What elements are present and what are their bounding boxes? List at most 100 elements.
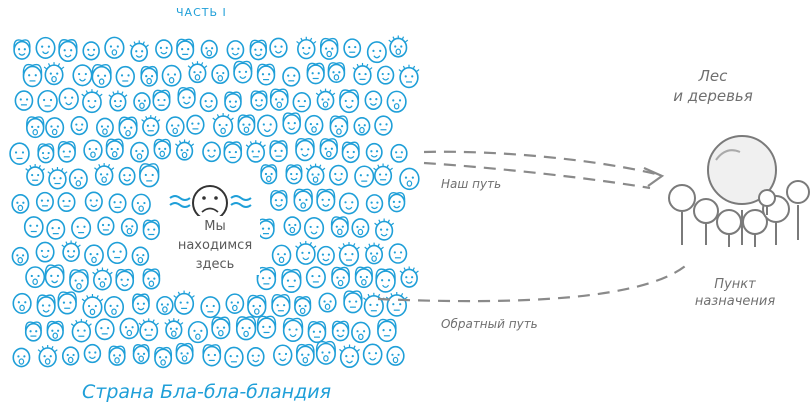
face-icon [81,294,104,319]
face-icon [202,141,221,163]
face-icon [353,116,371,136]
face-icon [26,116,45,139]
face-icon [364,90,383,110]
face-icon [14,90,34,111]
dest-line-2: назначения [694,294,776,309]
face-icon [104,36,125,59]
face-icon [303,217,325,240]
face-icon [84,244,104,267]
face-icon [83,139,103,161]
face-icon [91,64,112,89]
face-icon [330,216,349,238]
face-icon [44,264,65,288]
face-icon [202,344,222,367]
return-path-curve [377,261,691,303]
forest-line-2: и деревья [673,87,753,105]
face-icon [140,65,158,87]
face-icon [343,38,362,58]
face-icon [269,37,288,58]
face-icon [226,40,245,60]
face-icon [304,114,324,136]
face-icon [390,143,408,163]
face-icon [154,346,173,369]
face-icon [354,165,375,188]
face-icon [70,115,89,136]
face-icon [176,38,195,61]
face-icon [269,140,288,163]
dest-line-1: Пункт [714,277,756,292]
face-icon [250,90,268,111]
face-icon [270,190,288,211]
face-icon [315,88,336,111]
face-icon [115,65,135,88]
face-icon [35,36,56,59]
face-icon [375,268,396,293]
face-icon [199,92,218,113]
face-icon [61,240,81,263]
face-icon [281,268,302,294]
face-icon [25,266,46,289]
face-icon [315,340,336,365]
face-icon [305,266,326,289]
face-icon [282,112,301,135]
face-icon [271,244,292,267]
face-icon [318,292,337,313]
face-icon [68,168,88,190]
face-icon [376,65,395,85]
face-icon [108,193,127,214]
face-icon [152,89,171,112]
face-icon [165,116,185,137]
face-icon [155,39,173,59]
face-icon [94,163,115,186]
face-icon [305,163,326,186]
face-icon [70,318,92,343]
face-icon [373,163,393,186]
destination-label: Пункт назначения [675,276,795,310]
face-icon [13,39,31,60]
face-icon [285,164,303,185]
face-icon [293,188,313,212]
face-icon [365,142,383,162]
face-icon [11,246,29,266]
face-icon [306,62,325,85]
face-icon [138,318,159,342]
face-icon [295,343,315,367]
face-icon [385,291,408,317]
face-icon [141,115,161,137]
face-icon [233,60,253,84]
face-icon [269,88,289,111]
face-icon [161,64,182,87]
face-icon [307,321,327,344]
face-icon [94,318,115,341]
face-icon [246,347,265,367]
face-icon [363,292,385,318]
face-icon [365,194,384,214]
face-icon [257,114,278,137]
face-icon [249,39,267,61]
face-icon [164,318,184,340]
face-icon [399,266,419,288]
face-icon [235,316,257,341]
face-icon [273,344,293,366]
forest-line-1: Лес [698,67,728,85]
face-icon [131,246,150,266]
face-icon [46,320,64,342]
face-icon [247,294,267,318]
face-icon [388,243,408,264]
face-icon [131,193,151,215]
face-icon [11,193,30,214]
face-icon [81,89,103,114]
face-icon [115,268,135,292]
face-icon [257,218,275,240]
face-icon [211,316,231,340]
face-icon [352,62,373,86]
face-icon [108,345,126,366]
face-icon [343,290,363,314]
country-label: Страна Бла-бла-бландия [82,381,332,403]
face-icon [175,139,195,161]
face-icon [399,167,420,191]
face-icon [58,87,79,111]
face-icon [36,294,56,318]
face-icon [364,242,384,265]
face-icon [46,218,66,240]
